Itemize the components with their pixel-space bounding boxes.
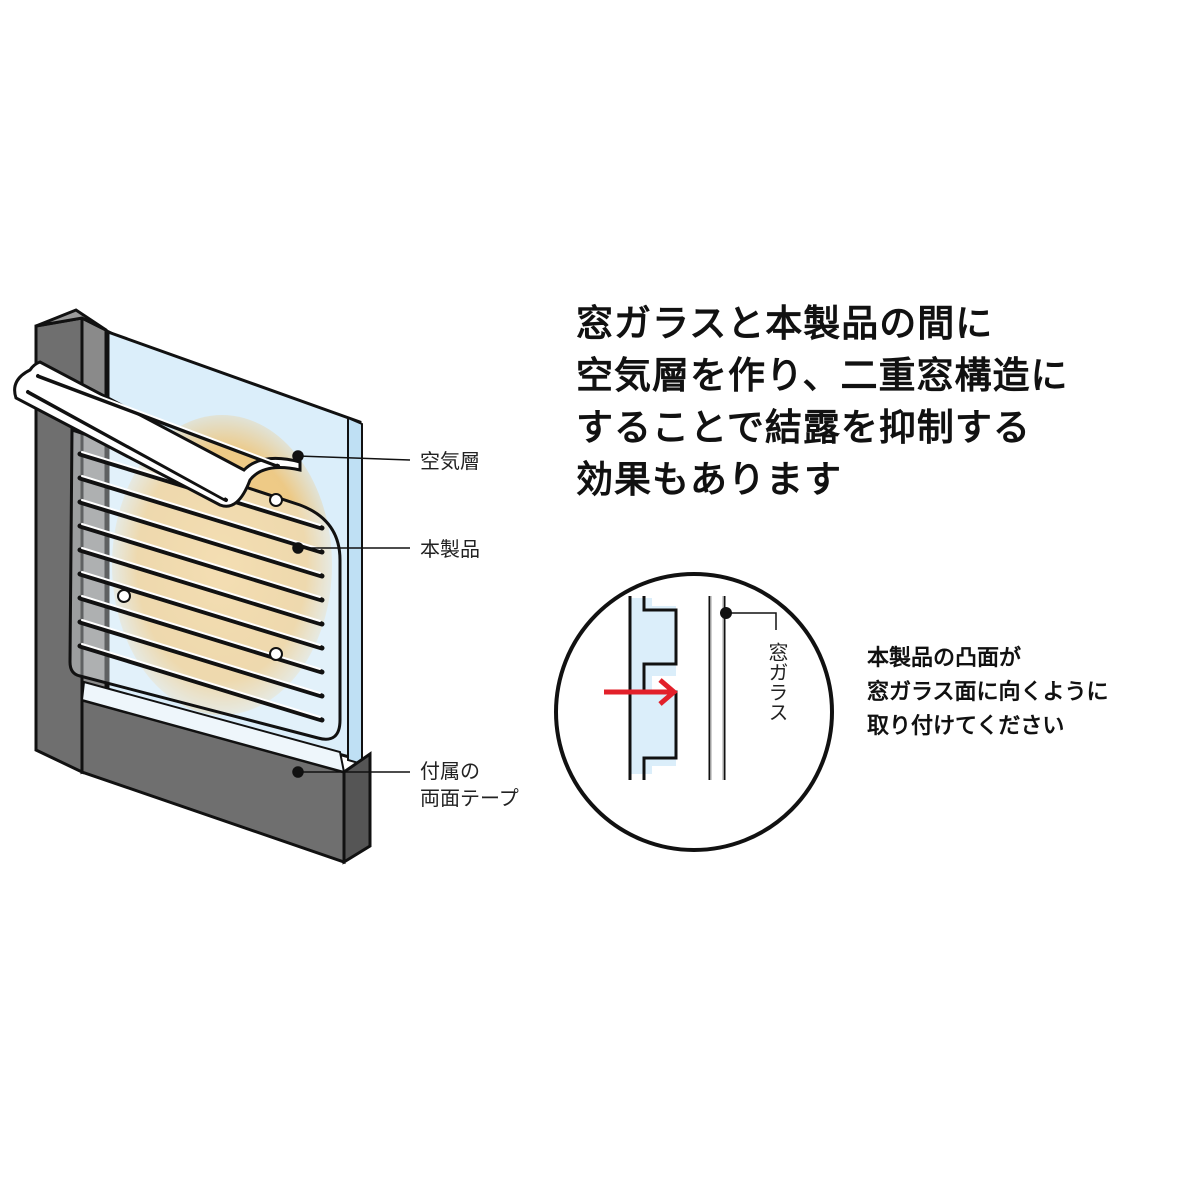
headline-line-3: することで結露を抑制する — [576, 406, 1031, 449]
note-line-3: 取り付けてください — [867, 714, 1065, 739]
detail-cross-section — [628, 596, 777, 780]
callout-air-layer: 空気層 — [420, 449, 480, 473]
headline-line-2: 空気層を作り、二重窓構造に — [576, 354, 1069, 397]
bubble-3 — [269, 647, 283, 661]
headline-line-4: 効果もあります — [576, 458, 842, 501]
headline: 窓ガラスと本製品の間に 空気層を作り、二重窓構造に することで結露を抑制する 効… — [576, 298, 1176, 506]
headline-line-1: 窓ガラスと本製品の間に — [576, 302, 994, 345]
glass-label: 窓ガラス — [765, 642, 789, 722]
callout-tape-line-2: 両面テープ — [420, 786, 519, 810]
peeled-corner — [13, 360, 302, 508]
callout-product: 本製品 — [420, 537, 480, 561]
note-line-1: 本製品の凸面が — [867, 646, 1022, 671]
peeled-ribs-highlight — [29, 373, 277, 498]
note-line-2: 窓ガラス面に向くように — [867, 680, 1109, 705]
detail-circle — [554, 572, 834, 852]
callout-leaders — [292, 450, 411, 778]
callout-tape-line-1: 付属の — [420, 759, 480, 783]
glass-pane-edge — [347, 416, 363, 766]
arrow-icon — [604, 678, 678, 706]
frame-bottom-sill-side — [342, 751, 372, 865]
product-ribs — [77, 451, 325, 723]
bubble-1 — [269, 493, 283, 507]
peeled-ribs — [26, 374, 280, 502]
install-note: 本製品の凸面が 窓ガラス面に向くように 取り付けてください — [867, 642, 1187, 744]
bubble-2 — [117, 589, 131, 603]
warm-glow — [112, 415, 332, 715]
